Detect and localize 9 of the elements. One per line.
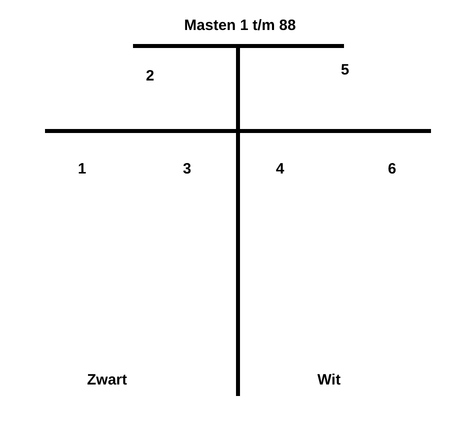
label: Zwart	[87, 372, 127, 388]
label: 4	[276, 162, 284, 176]
label: 2	[146, 68, 154, 84]
title: Masten 1 t/m 88	[183, 17, 297, 36]
label: 3	[182, 162, 192, 176]
label: 1	[78, 162, 86, 176]
label: 6	[388, 162, 396, 176]
label: 5	[340, 62, 350, 78]
label: Wit	[317, 372, 341, 388]
